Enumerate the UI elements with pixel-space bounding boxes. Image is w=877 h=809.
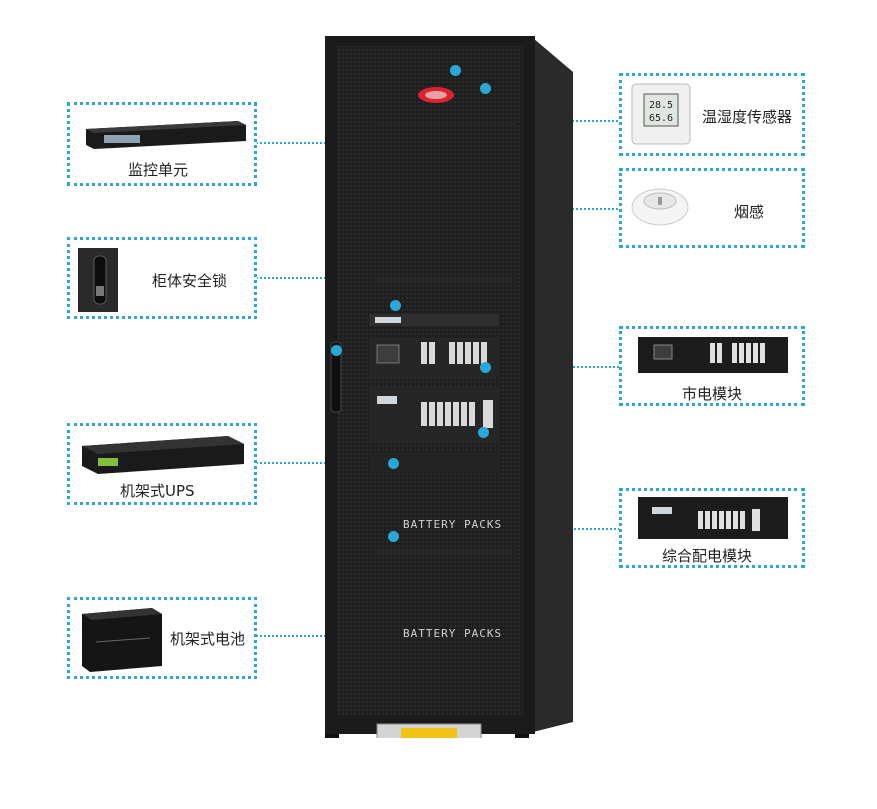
distribution-label: 综合配电模块 — [662, 547, 753, 565]
cabinet-drawing — [325, 36, 573, 747]
sensor-reading-bottom: 65.6 — [649, 113, 673, 124]
smoke-detector-image — [631, 188, 689, 226]
marker-sensor — [450, 65, 461, 76]
server-cabinet: BATTERY PACKS BATTERY PACKS — [325, 32, 573, 747]
callout-mains: 市电模块 — [619, 326, 805, 406]
mains-module-image — [638, 337, 788, 373]
ups-image — [82, 436, 244, 474]
battery-label-2: BATTERY PACKS — [403, 627, 503, 640]
marker-mains — [480, 362, 491, 373]
callout-smoke: 烟感 — [619, 168, 805, 248]
lock-image — [78, 248, 118, 312]
callout-monitor: 监控单元 — [67, 102, 257, 186]
battery-callout-label: 机架式电池 — [170, 630, 246, 648]
marker-ups — [388, 458, 399, 469]
thermo-hygrometer-image: 28.5 65.6 — [631, 83, 691, 145]
marker-monitor — [390, 300, 401, 311]
callout-sensor: 28.5 65.6 温湿度传感器 — [619, 73, 805, 156]
lock-label: 柜体安全锁 — [152, 272, 228, 290]
cabinet-handle — [330, 341, 342, 413]
callout-battery: 机架式电池 — [67, 597, 257, 679]
marker-smoke — [480, 83, 491, 94]
battery-image — [82, 608, 162, 672]
callout-distribution: 综合配电模块 — [619, 488, 805, 568]
callout-lock: 柜体安全锁 — [67, 237, 257, 319]
battery-label-1: BATTERY PACKS — [403, 518, 503, 531]
sensor-reading-top: 28.5 — [649, 100, 673, 111]
distribution-module-image — [638, 497, 788, 539]
marker-distribution — [478, 427, 489, 438]
monitor-unit-image — [86, 121, 246, 149]
marker-lock — [331, 345, 342, 356]
mains-label: 市电模块 — [682, 385, 743, 403]
marker-battery — [388, 531, 399, 542]
callout-ups: 机架式UPS — [67, 423, 257, 505]
smoke-label: 烟感 — [734, 203, 765, 221]
monitor-label: 监控单元 — [128, 161, 189, 179]
sensor-label: 温湿度传感器 — [702, 108, 793, 126]
ups-label: 机架式UPS — [120, 482, 195, 500]
connector-lock — [256, 277, 337, 350]
